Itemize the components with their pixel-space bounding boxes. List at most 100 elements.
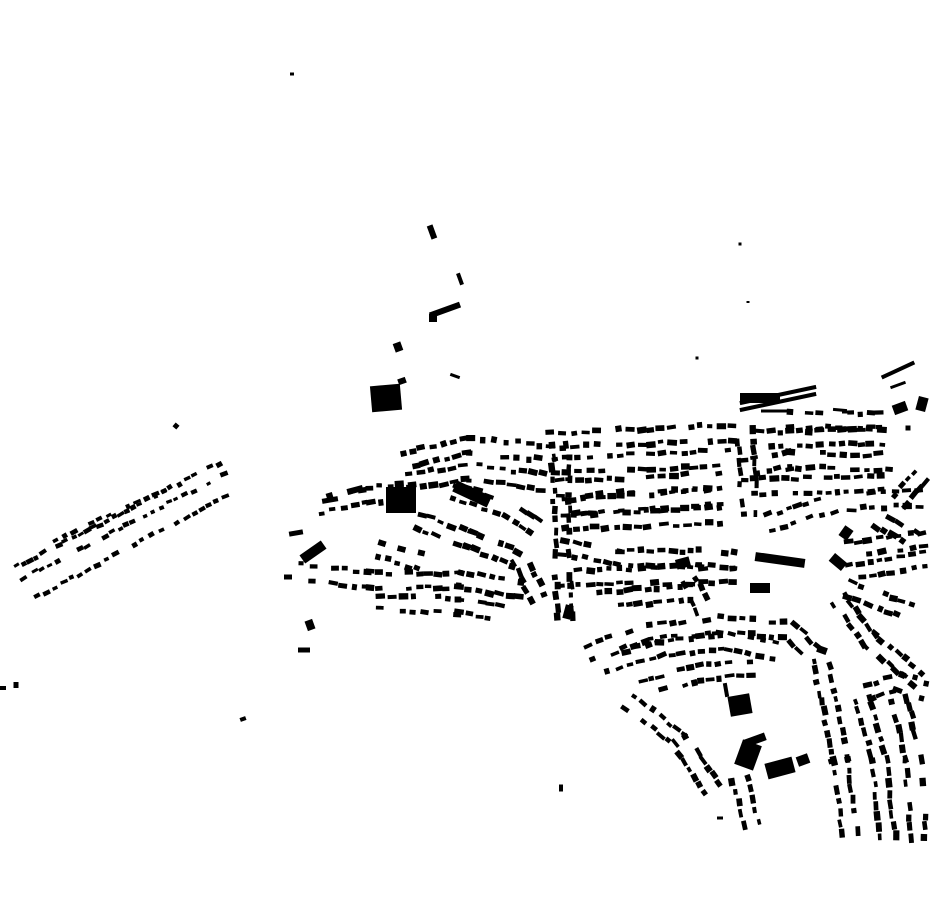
building (567, 475, 573, 484)
building (384, 555, 392, 562)
building (901, 488, 912, 493)
building (638, 698, 648, 708)
building (426, 224, 438, 240)
building (666, 721, 673, 729)
building (580, 510, 590, 517)
building (138, 536, 145, 543)
building (552, 487, 558, 494)
building (679, 549, 686, 555)
building (792, 490, 799, 496)
building (657, 449, 667, 457)
building (569, 444, 580, 450)
building (828, 748, 835, 755)
building (862, 453, 872, 459)
building (853, 631, 863, 640)
building (892, 610, 901, 618)
building (716, 423, 727, 430)
building (596, 566, 603, 573)
building (298, 647, 310, 653)
building (723, 647, 733, 653)
building (83, 543, 91, 550)
building (604, 587, 613, 595)
building (885, 570, 895, 577)
building (862, 600, 874, 609)
building (76, 572, 84, 579)
building (337, 582, 348, 589)
building (909, 544, 917, 552)
building (784, 448, 796, 456)
building (147, 531, 155, 539)
building (688, 635, 695, 643)
building (889, 380, 907, 390)
building (550, 476, 555, 483)
building (625, 601, 633, 608)
building (768, 442, 776, 450)
building (712, 463, 721, 468)
building (399, 450, 408, 457)
building (819, 463, 827, 470)
building (749, 615, 757, 623)
building (901, 499, 912, 511)
building (873, 810, 881, 821)
building (392, 341, 404, 353)
building (918, 543, 929, 549)
building (429, 314, 437, 322)
building (54, 557, 62, 565)
building (439, 439, 448, 448)
building (132, 498, 142, 505)
building (693, 522, 702, 527)
building (709, 769, 719, 780)
building (604, 582, 614, 587)
building (385, 572, 393, 577)
building (737, 467, 744, 477)
building (462, 542, 473, 549)
building (906, 821, 913, 831)
building (646, 451, 656, 456)
building (497, 539, 505, 548)
building (411, 462, 421, 470)
building (882, 590, 890, 598)
building (908, 833, 914, 844)
building (690, 772, 700, 783)
building (525, 510, 537, 520)
building (667, 637, 675, 643)
building (393, 560, 401, 567)
building (606, 475, 612, 481)
building (769, 475, 780, 482)
building (875, 636, 886, 646)
building (680, 470, 690, 478)
building (754, 478, 759, 489)
building (527, 468, 539, 477)
building (646, 466, 657, 473)
building (755, 652, 765, 660)
building (855, 826, 861, 837)
building (493, 589, 505, 597)
building (468, 500, 478, 508)
building (554, 477, 565, 483)
building (845, 426, 856, 432)
building (116, 510, 125, 518)
building (437, 519, 444, 525)
building (856, 612, 867, 624)
building (716, 675, 722, 683)
building (756, 818, 762, 825)
building (613, 509, 620, 515)
building (637, 442, 648, 447)
building (795, 753, 811, 767)
building (779, 618, 788, 625)
building (656, 650, 668, 660)
building (447, 465, 457, 472)
building (646, 441, 656, 449)
building (855, 560, 866, 568)
building (387, 594, 397, 600)
building (649, 578, 660, 587)
building (877, 833, 882, 841)
building (793, 645, 804, 656)
building (650, 508, 661, 514)
building (714, 660, 722, 668)
building (151, 490, 160, 498)
building (365, 584, 375, 592)
building (598, 468, 606, 474)
building (834, 704, 842, 713)
building (574, 468, 582, 474)
